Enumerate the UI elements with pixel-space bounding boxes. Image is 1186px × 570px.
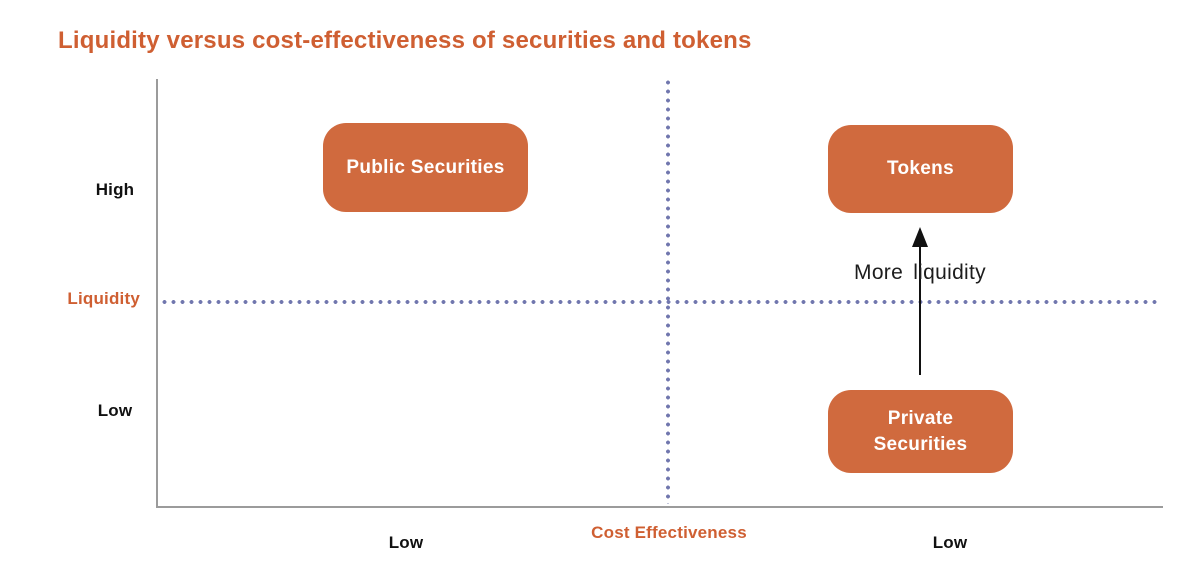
x-tick-low-right: Low <box>932 533 968 552</box>
x-axis-line <box>156 506 1163 508</box>
box-private-securities: Private Securities <box>828 390 1013 473</box>
y-tick-high: High <box>95 180 135 199</box>
y-axis-label: Liquidity <box>67 289 140 308</box>
box-public-securities: Public Securities <box>323 123 528 212</box>
x-axis-label: Cost Effectiveness <box>591 523 747 542</box>
x-tick-low-left: Low <box>388 533 424 552</box>
up-arrow-line <box>919 246 921 375</box>
arrow-annotation: More liquidity <box>854 261 986 284</box>
horizontal-dotted-divider <box>160 300 1160 304</box>
vertical-dotted-divider <box>666 78 670 504</box>
box-tokens: Tokens <box>828 125 1013 213</box>
page-title: Liquidity versus cost-effectiveness of s… <box>58 27 752 54</box>
y-tick-low: Low <box>97 401 133 420</box>
y-axis-line <box>156 79 158 508</box>
up-arrow-head-icon <box>912 227 928 247</box>
